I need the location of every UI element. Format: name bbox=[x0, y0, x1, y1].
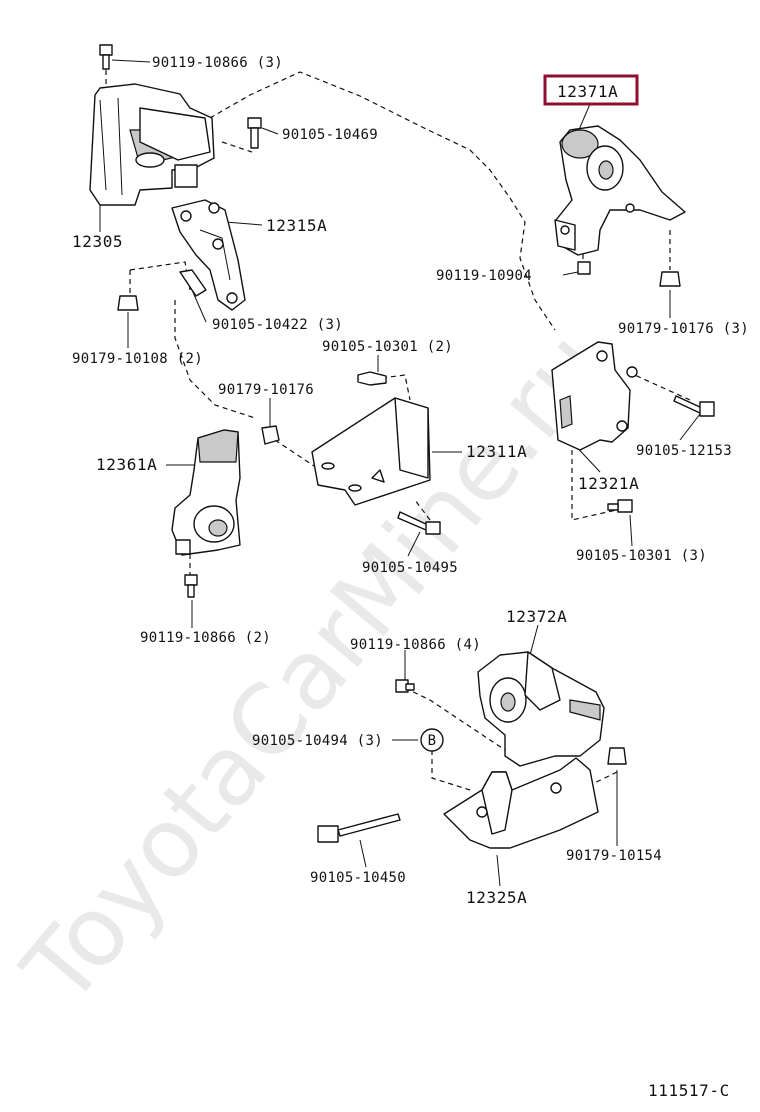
nut-90179-10176-right bbox=[659, 271, 681, 287]
diagram-code: 111517-C bbox=[648, 1081, 730, 1100]
label-12372A: 12372A bbox=[506, 607, 567, 626]
bracket-12325A[interactable] bbox=[443, 757, 599, 849]
label-90179-10176-3: 90179-10176 (3) bbox=[618, 321, 749, 337]
label-12321A: 12321A bbox=[578, 474, 639, 493]
label-90119-10866-3: 90119-10866 (3) bbox=[152, 55, 283, 71]
ref-b-label: B bbox=[428, 733, 437, 749]
reference-b-marker: B bbox=[420, 728, 444, 752]
nut-90179-10176 bbox=[261, 425, 280, 445]
label-12305: 12305 bbox=[72, 232, 123, 251]
label-90179-10108-2: 90179-10108 (2) bbox=[72, 351, 203, 367]
highlight-box-12371A bbox=[543, 74, 639, 106]
part-labels: 90119-10866 (3) 12305 90105-10469 12315A… bbox=[72, 55, 749, 1100]
bolt-90105-10422 bbox=[179, 269, 207, 297]
label-90179-10154: 90179-10154 bbox=[566, 848, 662, 864]
bolt-90119-10904 bbox=[577, 261, 591, 275]
label-12371A[interactable]: 12371A bbox=[557, 82, 618, 101]
label-90105-10495: 90105-10495 bbox=[362, 560, 458, 576]
label-12361A: 12361A bbox=[96, 455, 157, 474]
nut-90179-10154 bbox=[607, 747, 627, 765]
bracket-12311A[interactable] bbox=[311, 397, 431, 506]
nut-90179-10108 bbox=[117, 295, 139, 311]
bolt-90105-12153 bbox=[673, 395, 715, 417]
label-90119-10904: 90119-10904 bbox=[436, 268, 532, 284]
label-90105-10450: 90105-10450 bbox=[310, 870, 406, 886]
label-90119-10866-2: 90119-10866 (2) bbox=[140, 630, 271, 646]
bracket-12315A[interactable] bbox=[171, 199, 246, 311]
bolt-90105-10469 bbox=[247, 117, 262, 149]
label-90105-10469: 90105-10469 bbox=[282, 127, 378, 143]
label-90105-10422-3: 90105-10422 (3) bbox=[212, 317, 343, 333]
label-90179-10176: 90179-10176 bbox=[218, 382, 314, 398]
label-90119-10866-4: 90119-10866 (4) bbox=[350, 637, 481, 653]
label-90105-10301-2: 90105-10301 (2) bbox=[322, 339, 453, 355]
bolt-90119-10866-right bbox=[395, 679, 415, 693]
label-90105-10494-3: 90105-10494 (3) bbox=[252, 733, 383, 749]
mount-12361A[interactable] bbox=[171, 429, 241, 556]
bolt-90119-10866-left bbox=[184, 574, 198, 598]
label-12325A: 12325A bbox=[466, 888, 527, 907]
mount-12371A[interactable] bbox=[554, 125, 686, 256]
bracket-12321A[interactable] bbox=[551, 341, 638, 451]
bolt-90105-10495 bbox=[397, 511, 441, 535]
bolt-90119-10866-top bbox=[99, 44, 113, 70]
label-12315A: 12315A bbox=[266, 216, 327, 235]
bolt-90105-10301-right bbox=[607, 499, 633, 513]
mount-12305[interactable] bbox=[89, 83, 215, 206]
bolt-90105-10301-left bbox=[357, 371, 387, 386]
label-90105-10301-3: 90105-10301 (3) bbox=[576, 548, 707, 564]
label-90105-12153: 90105-12153 bbox=[636, 443, 732, 459]
mount-12372A[interactable] bbox=[477, 651, 605, 767]
bolt-90105-10450 bbox=[317, 813, 401, 843]
label-12311A: 12311A bbox=[466, 442, 527, 461]
